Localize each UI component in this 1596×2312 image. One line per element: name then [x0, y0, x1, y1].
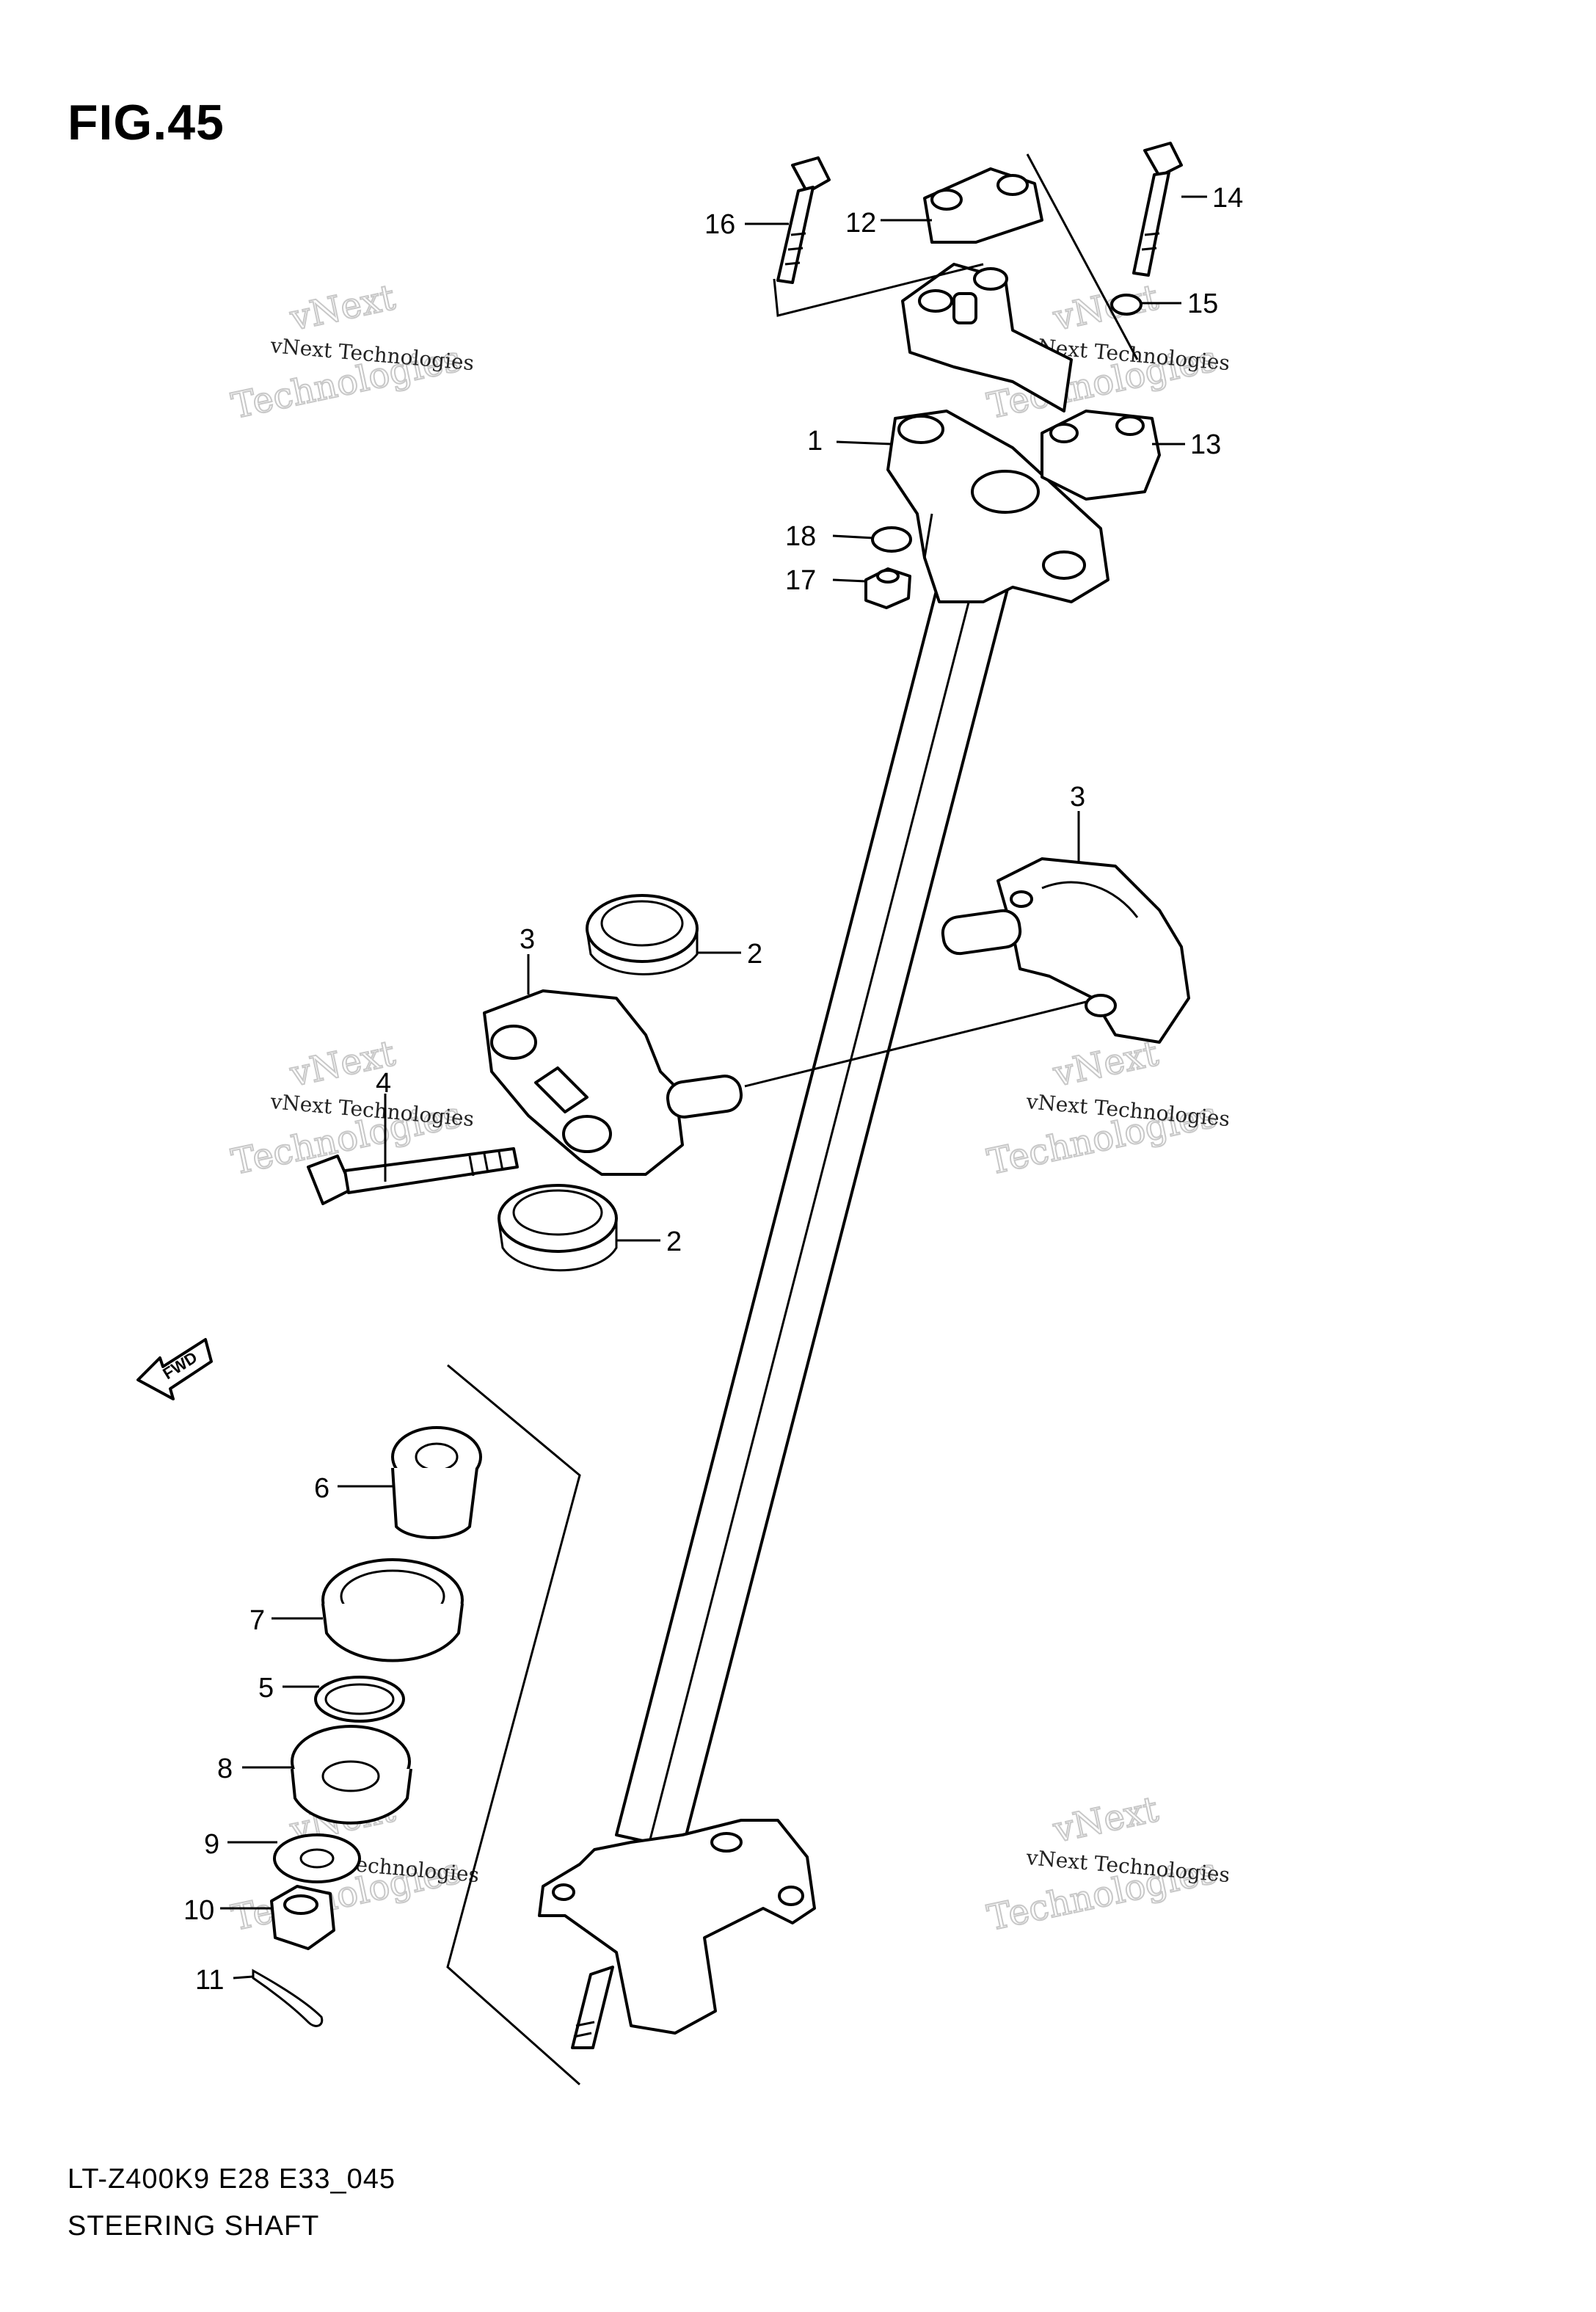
callout-2-upper: 2 [747, 939, 762, 970]
callout-16: 16 [704, 209, 735, 240]
bolt-part4 [307, 1147, 519, 1205]
callout-18: 18 [785, 521, 816, 552]
callout-7: 7 [249, 1605, 265, 1636]
callout-6: 6 [314, 1473, 329, 1504]
svg-text:vNext: vNext [286, 277, 398, 339]
nut-part10 [270, 1885, 335, 1950]
callout-3-right: 3 [1070, 782, 1085, 813]
svg-text:vNext: vNext [1049, 1033, 1162, 1095]
nut-part17 [864, 567, 911, 609]
callout-8: 8 [217, 1753, 233, 1784]
figure-title: FIG.45 [68, 95, 225, 150]
bearing-part8 [291, 1725, 412, 1825]
leader-lines [220, 195, 1207, 1980]
bush-part6 [391, 1426, 482, 1539]
seal-part2-lower [498, 1184, 618, 1272]
callout-9: 9 [204, 1829, 219, 1860]
callout-10: 10 [183, 1895, 214, 1926]
bearing-part7 [321, 1558, 464, 1662]
washer-part18 [871, 526, 912, 553]
handlebar-clamp-base [901, 263, 1073, 412]
seal-part2-upper [586, 894, 699, 975]
upper-bracket-part1 [886, 410, 1109, 603]
callout-1: 1 [807, 426, 823, 457]
callout-3-left: 3 [520, 924, 535, 955]
callout-4: 4 [376, 1068, 391, 1099]
model-code: LT-Z400K9 E28 E33_045 [68, 2164, 396, 2195]
callout-13: 13 [1190, 429, 1221, 460]
svg-text:vNext: vNext [1049, 277, 1162, 339]
callout-12: 12 [845, 208, 876, 239]
shaft-holder-left-part3 [483, 989, 743, 1176]
assembly-outline-bottom [446, 1364, 581, 2086]
callout-17: 17 [785, 565, 816, 596]
bolt-part16 [776, 156, 831, 284]
watermark-mid-right: Technologies vNext vNext Technologies [983, 1032, 1231, 1184]
callout-11: 11 [195, 1965, 224, 1996]
upper-clamp-part12 [923, 167, 1043, 244]
callout-labels: 1 2 2 3 3 4 5 6 7 8 9 10 11 12 13 14 15 … [183, 183, 1243, 1996]
assembly-outline-top [773, 153, 1139, 360]
callout-14: 14 [1212, 183, 1243, 214]
shaft-holder-right-part3 [941, 857, 1190, 1044]
bolt-part14 [1132, 142, 1183, 277]
washer-part9 [273, 1833, 361, 1883]
washer-part15 [1110, 294, 1143, 316]
callout-5: 5 [258, 1673, 274, 1704]
callout-2-lower: 2 [666, 1226, 682, 1257]
watermark-top-left: Technologies vNext vNext Technologies [227, 276, 475, 428]
fwd-arrow-icon: FWD [136, 1338, 213, 1400]
callout-15: 15 [1187, 288, 1218, 319]
steering-shaft-tube [615, 564, 1010, 1851]
diagram-name: STEERING SHAFT [68, 2211, 320, 2242]
upper-clamp-part13 [1041, 410, 1161, 501]
steering-arm-lower [538, 1819, 816, 2049]
cotter-pin-part11 [252, 1969, 324, 2027]
watermark-bottom-right: Technologies vNext vNext Technologies [983, 1788, 1231, 1940]
assembly-line-holder [744, 1000, 1087, 1088]
svg-text:vNext: vNext [1049, 1789, 1162, 1851]
